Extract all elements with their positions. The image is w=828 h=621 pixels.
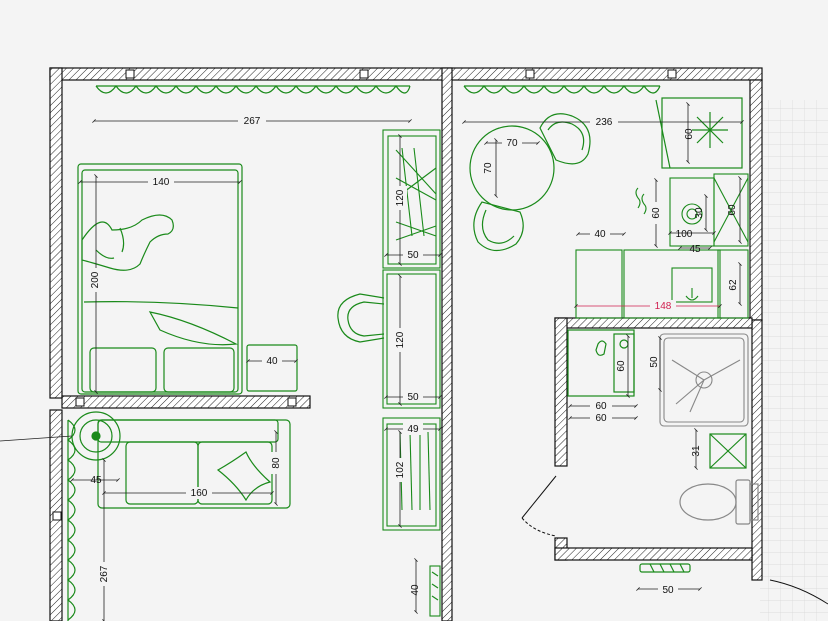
small-cabinet (429, 565, 441, 617)
dim-radiator: 50 (662, 585, 674, 596)
sofa (97, 419, 291, 509)
bathroom-bottom-wall (554, 547, 753, 561)
kitchen-counter (575, 173, 749, 319)
fridge (655, 97, 743, 169)
dim-desk-width: 50 (407, 392, 419, 403)
dim-hob: 30 (694, 207, 705, 219)
dim-counter-offset: 40 (594, 229, 606, 240)
dim-counter-45: 45 (689, 244, 701, 255)
cushion (216, 451, 272, 502)
dining-chair-bottom (473, 201, 524, 252)
dim-kitchen-width: 236 (596, 117, 613, 128)
dim-bed-width: 140 (153, 177, 170, 188)
dim-table-width: 70 (506, 138, 518, 149)
dim-lamp-offset: 45 (90, 475, 102, 486)
dim-counter-depth: 60 (651, 207, 662, 219)
dining-chair-top (539, 113, 591, 165)
radiator (639, 563, 691, 573)
dim-shelf-width: 49 (407, 424, 419, 435)
dim-shelf-depth: 102 (395, 461, 406, 478)
dim-sofa-width: 160 (191, 488, 208, 499)
bath-cabinet (709, 433, 747, 469)
bathroom-door[interactable] (521, 475, 557, 537)
dim-counter-total: 148 (655, 301, 672, 312)
dim-sofa-depth: 80 (271, 457, 282, 469)
bedroom-bottom-wall (61, 395, 311, 409)
dim-desk-depth: 120 (395, 331, 406, 348)
walls (49, 67, 763, 621)
bed (77, 163, 243, 395)
sink (671, 267, 713, 303)
dim-bath-31: 31 (691, 445, 702, 457)
pillow-right (163, 347, 235, 393)
exterior-grid (760, 100, 828, 621)
dim-lower-small: 40 (410, 584, 421, 596)
dim-tall-unit: 60 (727, 204, 738, 216)
dim-wardrobe-width: 50 (407, 250, 419, 261)
window-posts (52, 69, 677, 521)
pillow-left (89, 347, 157, 393)
right-outer-wall-lower (751, 319, 763, 581)
hob-burner (681, 203, 703, 225)
left-outer-wall (49, 67, 63, 399)
floor-lamp (71, 411, 121, 461)
dim-nightstand: 40 (266, 356, 278, 367)
dim-wardrobe-depth: 120 (395, 189, 406, 206)
bathroom-top-wall (554, 317, 753, 329)
curtains (66, 84, 661, 621)
bathroom-left-wall (554, 317, 568, 467)
dim-washer: 60 (616, 360, 627, 372)
dim-shower: 50 (649, 356, 660, 368)
dim-fridge: 60 (684, 128, 695, 140)
toilet (679, 479, 759, 525)
dim-sink-62: 62 (728, 279, 739, 291)
dim-basin-60b: 60 (595, 413, 607, 424)
kitchen-curtain (463, 84, 661, 94)
bedroom-curtain (95, 84, 411, 94)
dim-living-width: 267 (99, 565, 110, 582)
dim-counter-length: 100 (676, 229, 693, 240)
shower (659, 333, 749, 427)
dim-bedroom-width: 267 (244, 116, 261, 127)
exterior-line (0, 435, 73, 442)
desk (382, 269, 441, 409)
exterior-door-swing (769, 579, 828, 605)
dim-basin-60a: 60 (595, 401, 607, 412)
desk-chair (337, 293, 385, 343)
dimension-lines (70, 102, 744, 621)
center-partition-wall (441, 67, 453, 621)
dim-bed-length: 200 (90, 271, 101, 288)
nightstand (246, 344, 298, 392)
wardrobe-upper (382, 129, 441, 269)
living-curtain (66, 419, 76, 621)
dim-table-depth: 70 (483, 162, 494, 174)
top-wall (49, 67, 763, 81)
dimension-labels: 267 140 200 40 120 50 120 50 49 102 40 1… (88, 115, 739, 596)
right-outer-wall (749, 79, 763, 321)
